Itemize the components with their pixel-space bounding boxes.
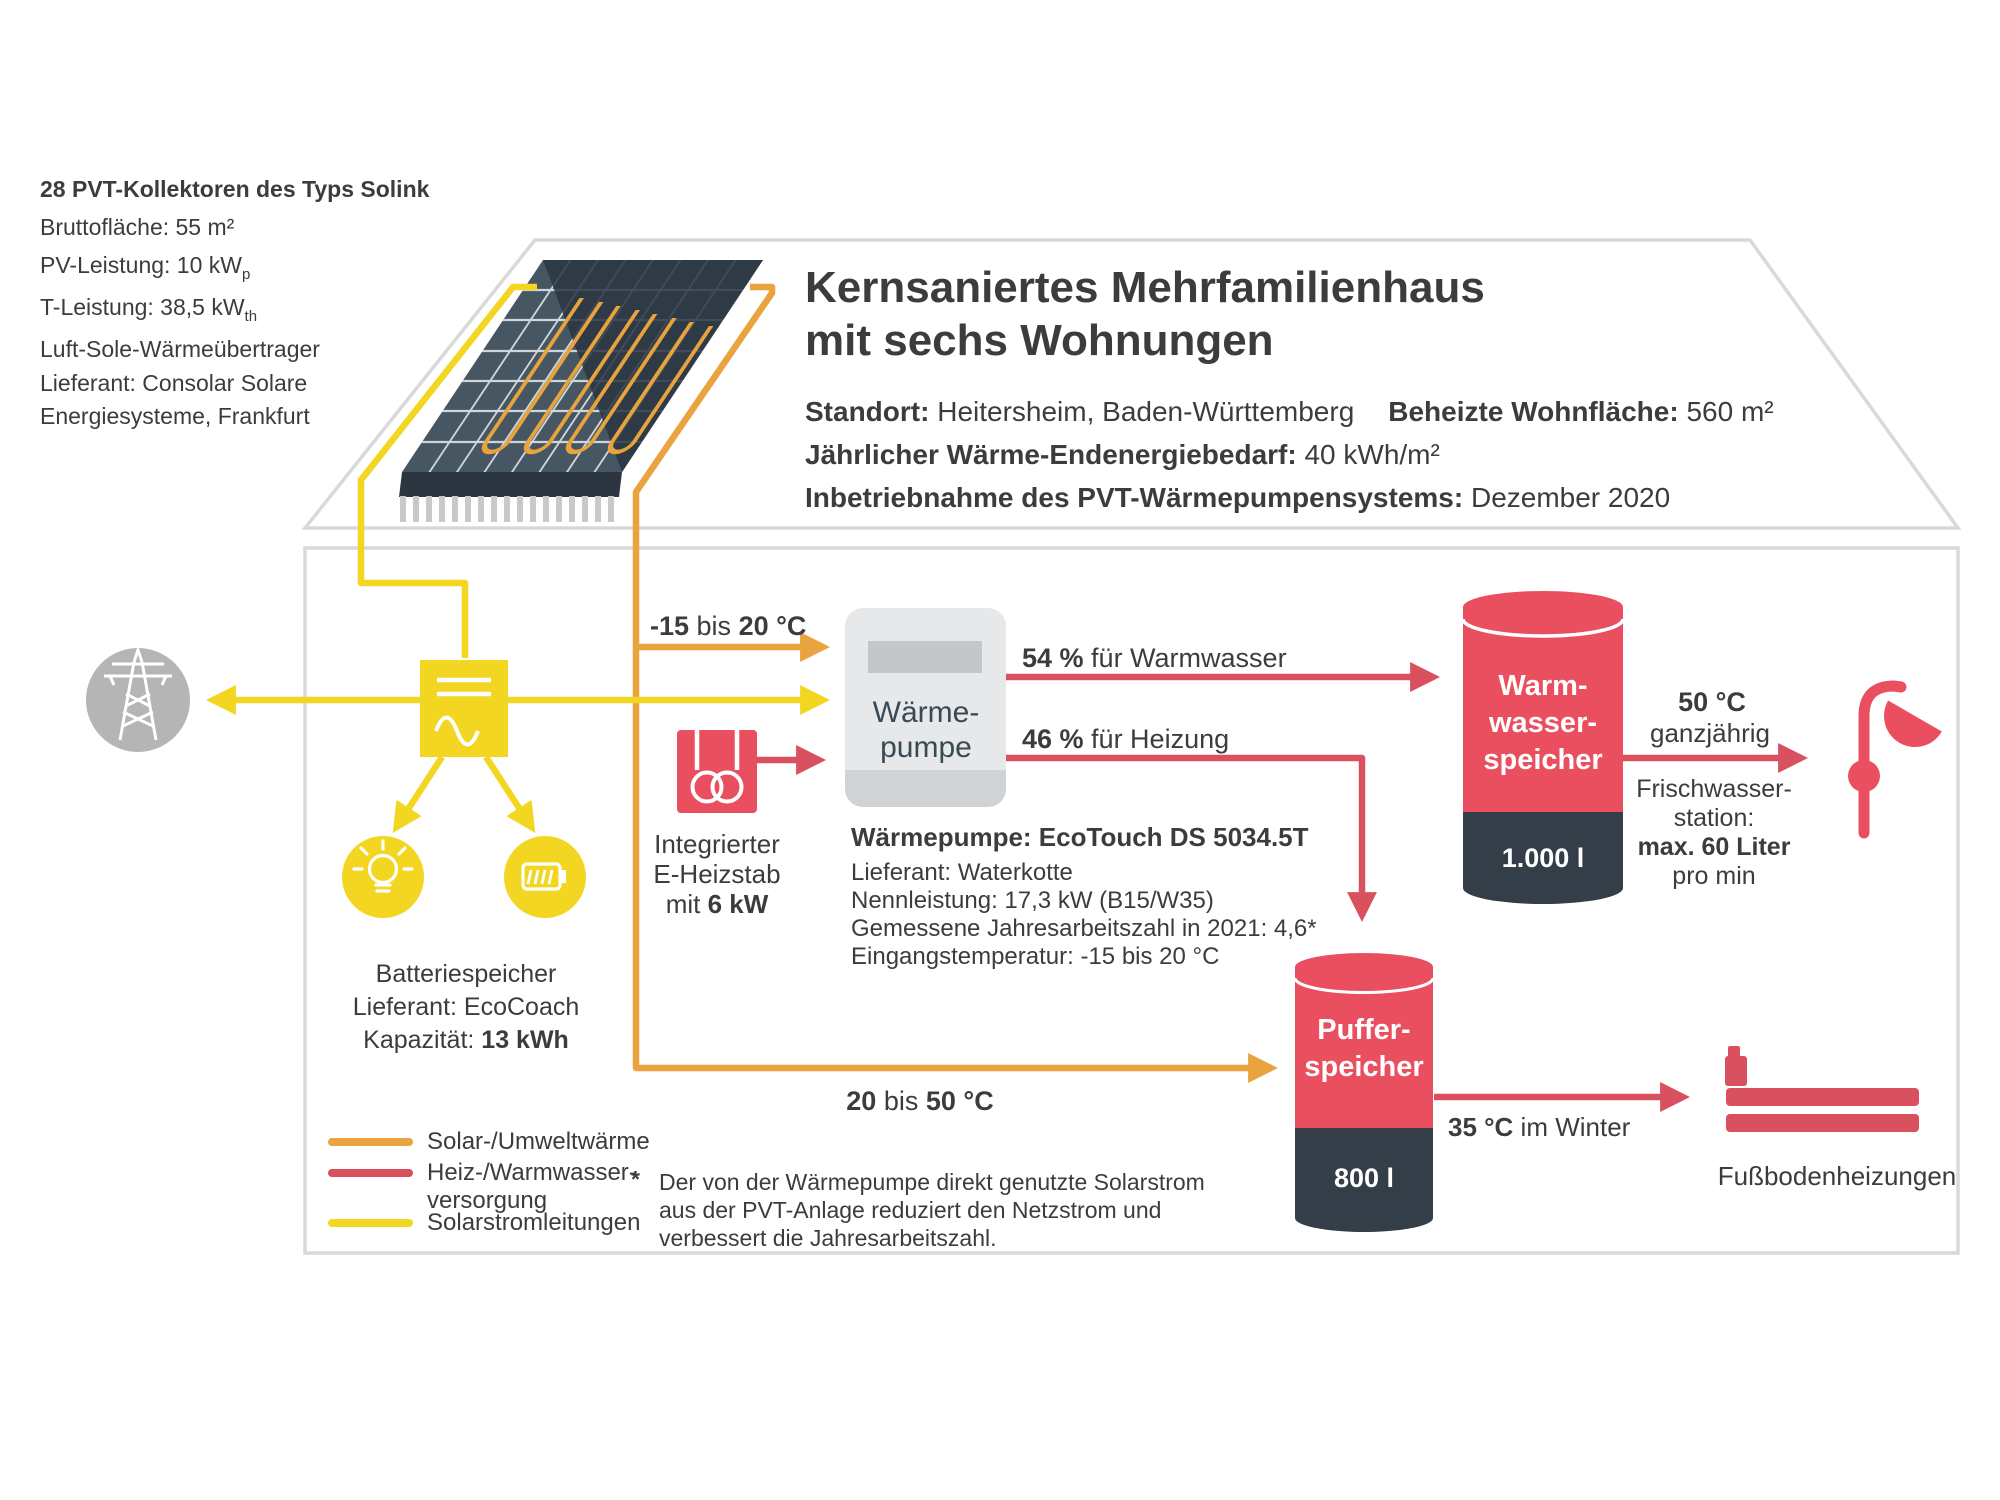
legend-label-solar-heat: Solar-/Umweltwärme — [427, 1128, 650, 1155]
heat-pump-spec-line: Eingangstemperatur: -15 bis 20 °C — [851, 943, 1220, 970]
pv-subscript: p — [242, 265, 251, 283]
heat-pump-icon — [845, 608, 1006, 807]
hot-water-tank-icon — [1461, 591, 1625, 904]
shower-icon — [1848, 680, 1942, 839]
heat-pump-specs: Wärmepumpe: EcoTouch DS 5034.5T Lieferan… — [851, 823, 1317, 971]
solar-heat-pipe — [632, 283, 1278, 1083]
page-title-line1: Kernsaniertes Mehrfamilienhaus — [805, 263, 1485, 312]
heat-pump-spec-line: Gemessene Jahresarbeitszahl in 2021: 4,6… — [851, 915, 1317, 942]
fresh-water-block: Frischwasser- station: max. 60 Liter pro… — [1636, 775, 1792, 890]
heat-pump-box-label: Wärme- pumpe — [872, 696, 980, 764]
bedarf-label: Jährlicher Wärme-Endenergiebedarf: — [805, 439, 1297, 470]
collector-supplier-2: Energiesysteme, Frankfurt — [40, 403, 310, 430]
collector-supplier-1: Lieferant: Consolar Solare — [40, 369, 308, 396]
pvt-collector-icon — [399, 260, 764, 522]
collector-info-block: 28 PVT-Kollektoren des Typs Solink Brutt… — [40, 176, 429, 437]
house-body-outline — [303, 546, 1960, 1255]
meta-commissioning: Inbetriebnahme des PVT-Wärmepumpensystem… — [805, 482, 1670, 514]
flow-label-hp-to-wws: 54 % für Warmwasser — [1022, 643, 1287, 673]
heat-pump-name: Wärmepumpe: EcoTouch DS 5034.5T — [851, 822, 1309, 852]
wws-out-season: ganzjährig — [1650, 718, 1770, 748]
collector-pv-power: PV-Leistung: 10 kWp — [40, 251, 251, 283]
legend-label-solar-power: Solarstromleitungen — [427, 1209, 641, 1236]
floor-heating-icon — [1725, 1046, 1919, 1132]
buffer-tank-icon — [1293, 953, 1435, 1232]
legend-label-heat-water-1: Heiz-/Warmwasser- — [427, 1159, 637, 1186]
heat-pump-spec-line: Lieferant: Waterkotte — [851, 859, 1073, 886]
hot-water-tank-volume: 1.000 l — [1501, 843, 1585, 873]
wws-out-temp: 50 °C — [1678, 687, 1746, 717]
inbetrieb-label: Inbetriebnahme des PVT-Wärmepumpensystem… — [805, 482, 1464, 513]
footnote-star: * — [631, 1166, 640, 1192]
battery-icon — [504, 836, 586, 918]
inbetrieb-value: Dezember 2020 — [1463, 482, 1671, 513]
inverter-icon — [420, 660, 508, 757]
heating-rod-label: Integrierter E-Heizstab mit 6 kW — [653, 829, 781, 919]
bedarf-value: 40 kWh/m² — [1296, 439, 1440, 470]
heating-rod-icon — [677, 730, 757, 813]
collector-t-power: T-Leistung: 38,5 kWth — [40, 294, 258, 326]
meta-location-area: Standort: Heitersheim, Baden-Württemberg… — [805, 396, 1774, 428]
standort-value: Heitersheim, Baden-Württemberg — [929, 396, 1355, 427]
flow-label-collector-to-hp: -15 bis 20 °C — [650, 611, 807, 641]
standort-label: Standort: — [805, 396, 930, 427]
heat-water-lines — [757, 662, 1808, 1112]
collector-exchanger: Luft-Sole-Wärmeübertrager — [40, 336, 320, 363]
t-subscript: th — [244, 308, 258, 326]
heat-pump-spec-line: Nennleistung: 17,3 kW (B15/W35) — [851, 887, 1214, 914]
electricity-use-icon — [342, 836, 424, 918]
collector-area: Bruttofläche: 55 m² — [40, 214, 235, 241]
page-title-line2: mit sechs Wohnungen — [805, 316, 1274, 365]
collector-title: 28 PVT-Kollektoren des Typs Solink — [40, 176, 430, 202]
flow-label-puffer-out: 35 °C im Winter — [1448, 1112, 1631, 1142]
buffer-tank-label: Puffer-speicher — [1304, 1014, 1424, 1083]
legend-swatch-solar-heat — [328, 1138, 413, 1146]
legend-swatch-solar-power — [328, 1219, 413, 1227]
footnote-text: Der von der Wärmepumpe direkt genutzte S… — [659, 1169, 1205, 1251]
solar-power-lines — [206, 283, 830, 834]
flow-label-collector-to-puffer: 20 bis 50 °C — [846, 1086, 994, 1116]
buffer-tank-volume: 800 l — [1333, 1163, 1395, 1193]
flaeche-label: Beheizte Wohnfläche: — [1388, 396, 1679, 427]
meta-energy-demand: Jährlicher Wärme-Endenergiebedarf: 40 kW… — [805, 439, 1440, 471]
flow-label-hp-to-heating: 46 % für Heizung — [1022, 724, 1230, 754]
hot-water-tank-label: Warm-wasser-speicher — [1483, 670, 1603, 776]
legend-label-heat-water-2: versorgung — [427, 1187, 548, 1214]
floor-heating-label: Fußbodenheizungen — [1717, 1161, 1957, 1191]
power-grid-icon — [86, 645, 190, 752]
flaeche-value: 560 m² — [1678, 396, 1774, 427]
legend-swatch-heat-water — [328, 1169, 413, 1177]
battery-info-block: Batteriespeicher Lieferant: EcoCoach Kap… — [352, 960, 580, 1054]
